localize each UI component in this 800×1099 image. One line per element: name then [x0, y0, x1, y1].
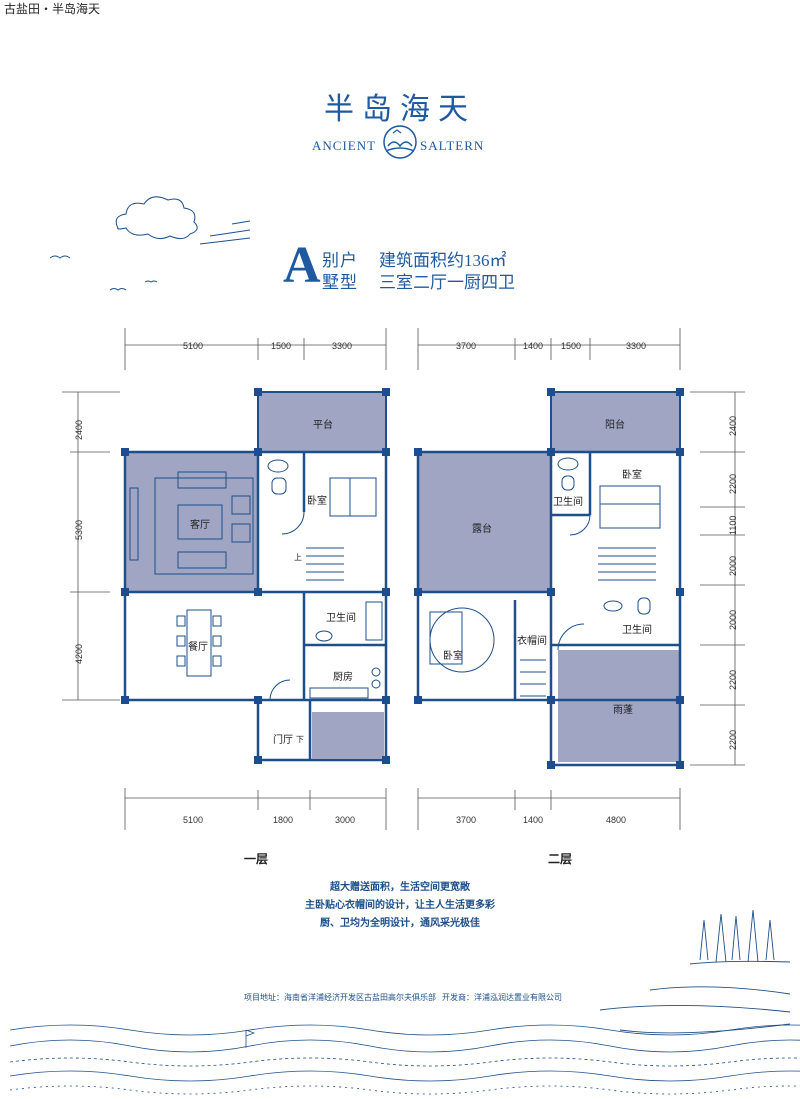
f2-dim-right-2: 2200 [728, 473, 738, 494]
f2-room-deck: 露台 [472, 524, 492, 535]
wave-lines-icon [9, 1024, 800, 1095]
landscape-sketch-icon [599, 909, 791, 1034]
unit-layout: 三室二厅一厨四卫 [379, 273, 515, 292]
unit-type-letter: A [283, 237, 321, 294]
f1-dim-left-1: 2400 [74, 419, 84, 440]
f1-dim-top-1: 5100 [183, 341, 204, 351]
f1-room-kitchen: 厨房 [333, 672, 353, 683]
brand-name-en-right: SALTERN [420, 138, 485, 153]
f1-dim-bottom-3: 3000 [335, 815, 356, 825]
logo-emblem-icon [383, 125, 417, 159]
f2-dim-right-5: 2000 [728, 609, 738, 630]
f2-dim-top-4: 3300 [626, 341, 647, 351]
f1-room-dining: 餐厅 [188, 642, 208, 653]
f1-dim-bottom-2: 1800 [273, 815, 294, 825]
page-caption: 古盐田・半岛海天 [4, 2, 101, 16]
feature-1: 超大赠送面积，生活空间更宽敞 [330, 882, 470, 893]
f1-room-foyer: 门厅 [273, 735, 293, 746]
f1-stair-down: 下 [296, 735, 304, 744]
f2-room-bedroom-b: 卧室 [443, 651, 463, 662]
f2-room-bath-b: 卫生间 [622, 625, 652, 636]
f2-dim-right-3: 1100 [728, 515, 738, 535]
f1-dim-left-2: 5300 [74, 519, 84, 540]
f1-dim-left-3: 4200 [74, 643, 84, 664]
f2-dim-right-4: 2000 [728, 555, 738, 576]
f1-room-bedroom: 卧室 [307, 496, 327, 507]
f2-room-closet: 衣帽间 [517, 636, 547, 647]
floor1-plan [62, 328, 390, 830]
f2-room-bedroom-a: 卧室 [622, 470, 642, 481]
brand-name-cn: 半岛海天 [324, 92, 476, 127]
floor2-plan [414, 328, 745, 830]
f2-dim-right-1: 2400 [728, 415, 738, 436]
footer-developer-value: 洋浦泓润达置业有限公司 [474, 993, 562, 1002]
f2-room-canopy: 雨蓬 [613, 705, 633, 716]
footer-address: 项目地址：海南省洋浦经济开发区古盐田高尔夫俱乐部 [244, 992, 436, 1003]
f2-dim-bottom-3: 4800 [606, 815, 627, 825]
feature-2: 主卧贴心衣帽间的设计，让主人生活更多彩 [305, 900, 495, 911]
floor1-label: 一层 [244, 852, 269, 866]
floor2-label: 二层 [548, 852, 573, 866]
f1-room-bath: 卫生间 [326, 613, 356, 624]
f1-dim-top-3: 3300 [332, 341, 353, 351]
unit-type-word-1: 别户 [322, 251, 358, 270]
footer-address-label: 项目地址： [244, 993, 284, 1002]
cloud-sketch-icon [49, 196, 251, 291]
f1-room-living: 客厅 [190, 520, 210, 531]
footer-address-value: 海南省洋浦经济开发区古盐田高尔夫俱乐部 [284, 993, 436, 1002]
f2-dim-right-6: 2200 [728, 669, 738, 690]
f2-dim-bottom-2: 1400 [523, 815, 544, 825]
f2-room-balcony: 阳台 [605, 420, 625, 431]
f2-room-bath-a: 卫生间 [553, 497, 583, 508]
f1-dim-bottom-1: 5100 [183, 815, 204, 825]
brand-name-en-left: ANCIENT [312, 138, 377, 153]
f1-stair-up: 上 [294, 553, 302, 562]
f2-dim-right-7: 2200 [728, 729, 738, 750]
f2-dim-top-1: 3700 [456, 341, 477, 351]
unit-area: 建筑面积约136㎡ [379, 251, 507, 270]
footer-developer-label: 开发商： [442, 993, 474, 1002]
f1-room-terrace: 平台 [313, 420, 333, 431]
f2-dim-top-3: 1500 [561, 341, 582, 351]
unit-type-word-2: 墅型 [322, 273, 358, 292]
f2-dim-bottom-1: 3700 [456, 815, 477, 825]
footer-developer: 开发商：洋浦泓润达置业有限公司 [442, 992, 562, 1003]
f2-dim-top-2: 1400 [523, 341, 544, 351]
feature-3: 厨、卫均为全明设计，通风采光极佳 [320, 918, 480, 929]
f1-dim-top-2: 1500 [271, 341, 292, 351]
